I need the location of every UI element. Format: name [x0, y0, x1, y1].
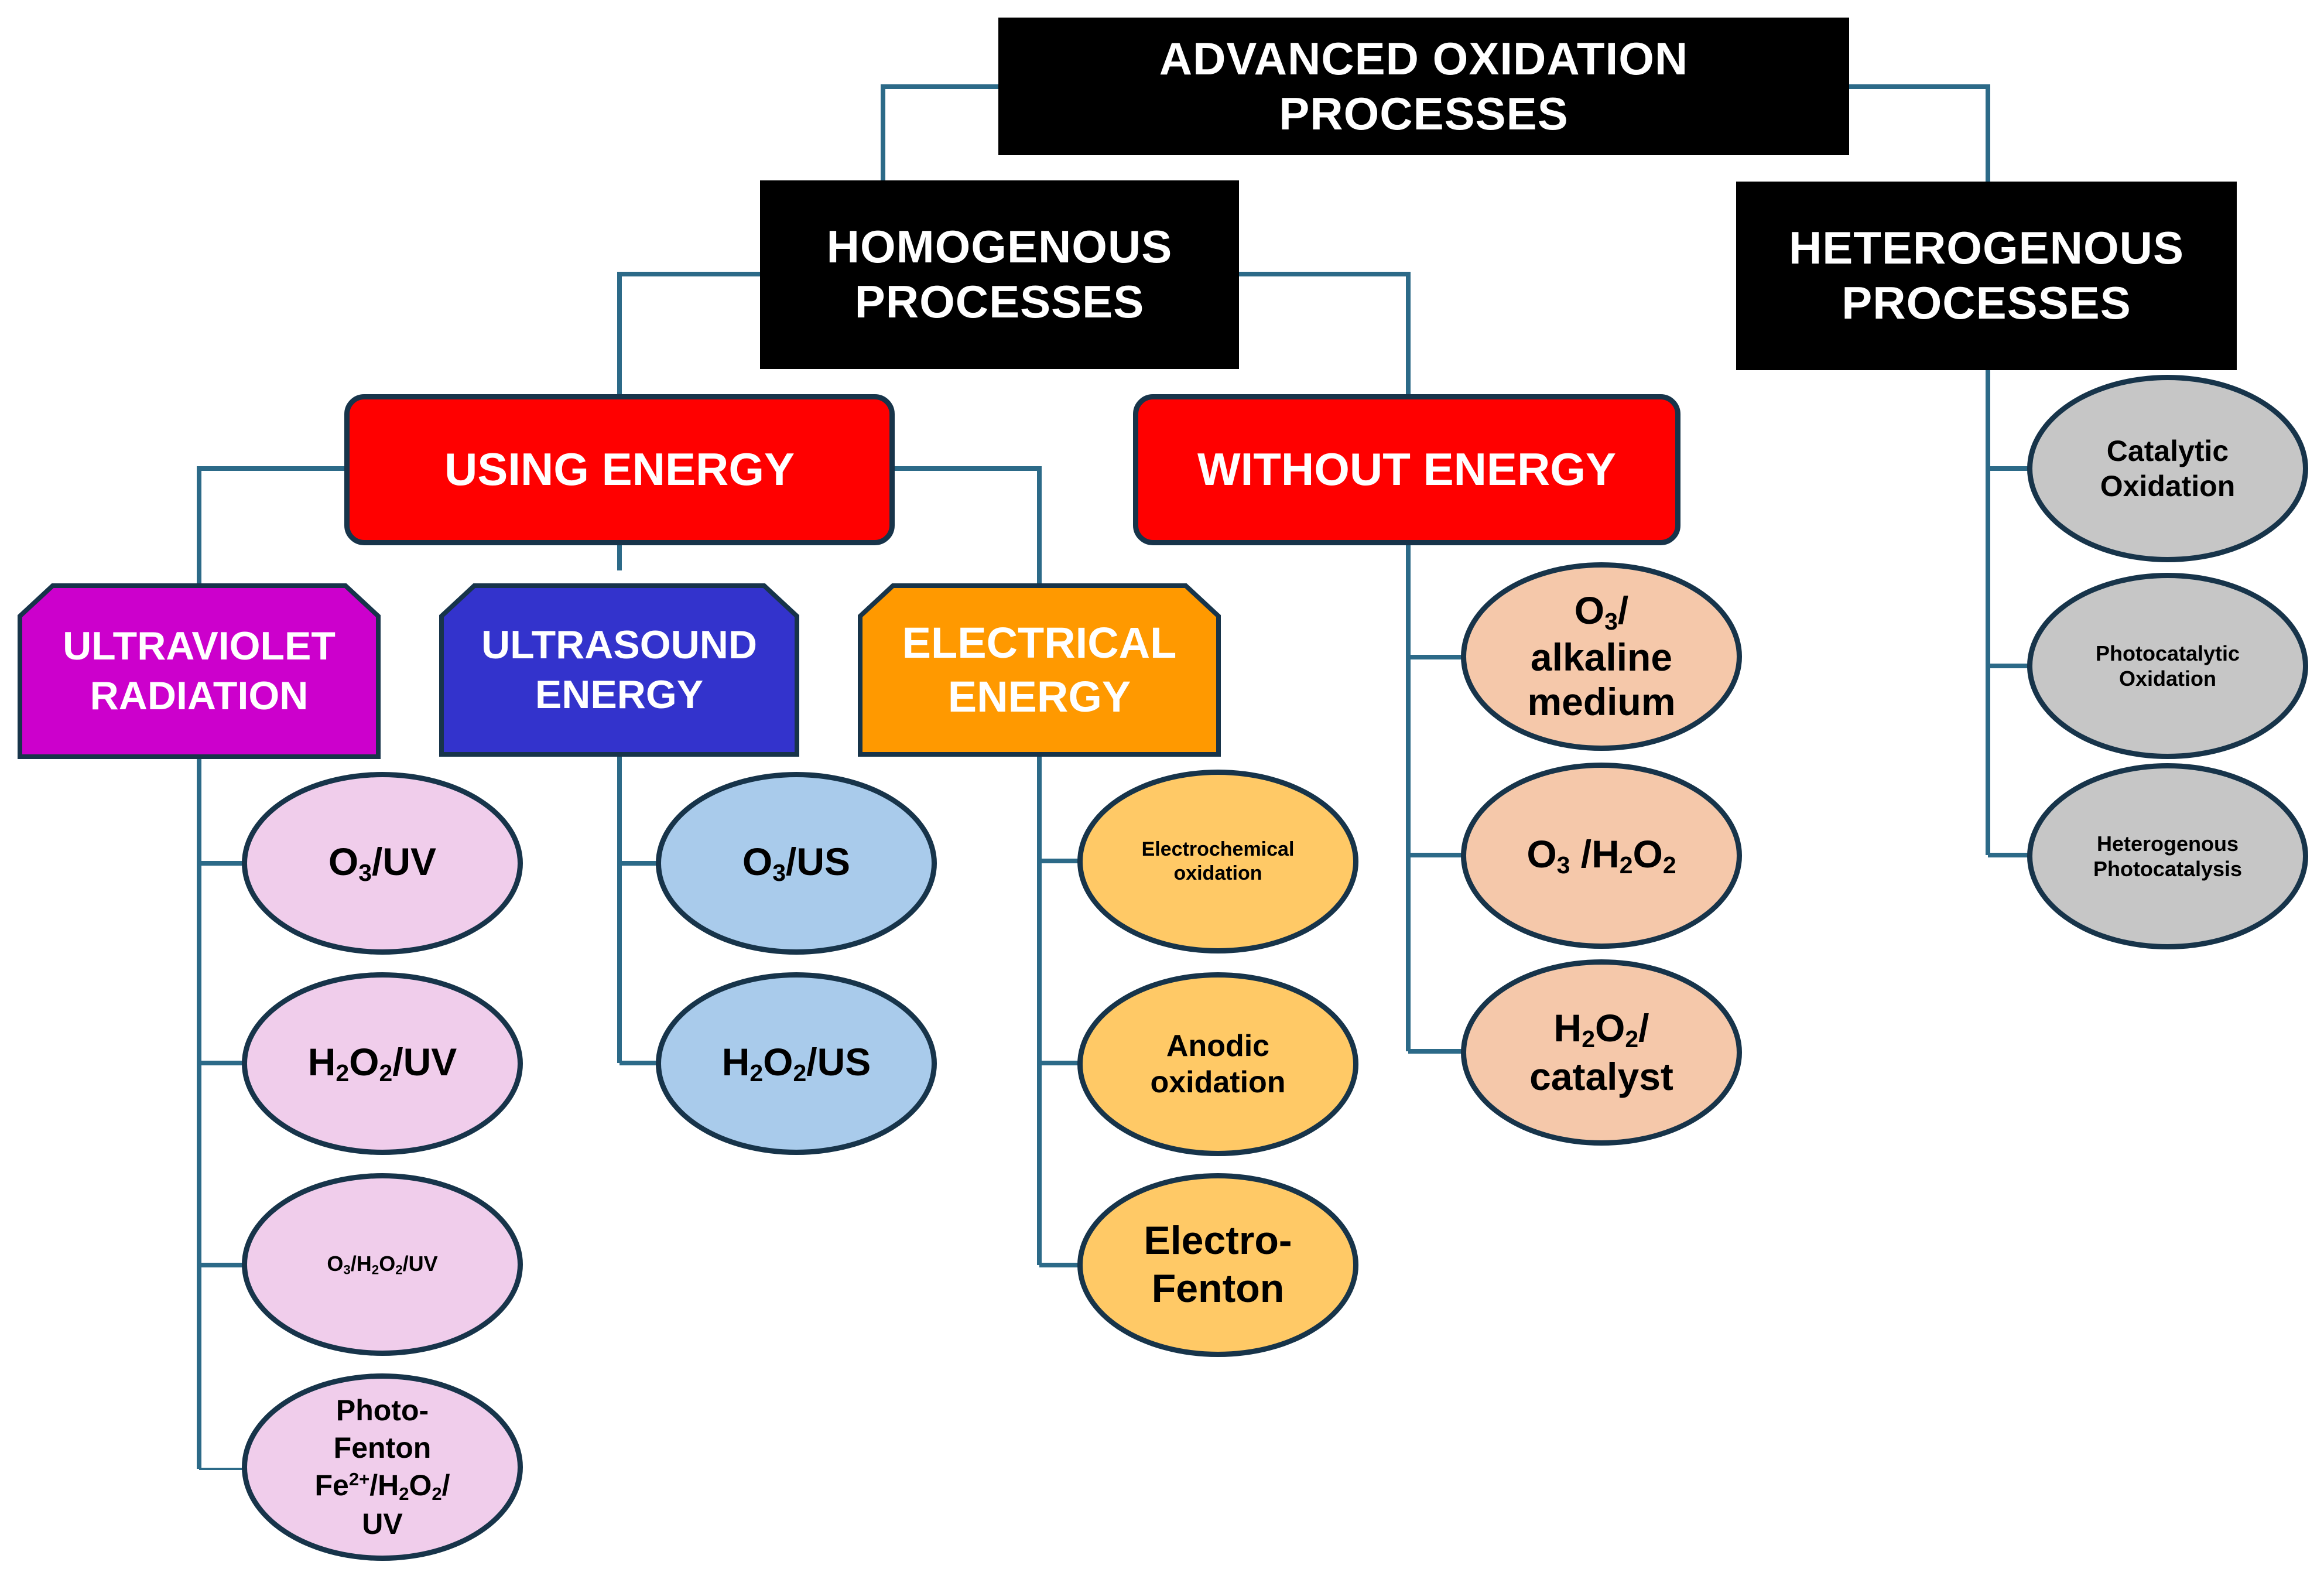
using-energy-label: USING ENERGY	[444, 443, 795, 495]
photo-fenton-line-1: Photo-	[336, 1393, 429, 1427]
photocatalytic-line-2: Oxidation	[2118, 667, 2216, 691]
h2o2-us-label: H2O2/US	[721, 1040, 871, 1087]
electro-fenton-line-1: Electro-	[1144, 1218, 1292, 1263]
electrochemical-line-2: oxidation	[1173, 862, 1262, 884]
electrical-line-1: ELECTRICAL	[902, 618, 1177, 667]
h2o2-catalyst-oval: H2O2/ catalyst	[1461, 959, 1742, 1146]
photo-fenton-line-3: Fe2+/H2O2/	[314, 1468, 450, 1504]
o3-uv-label: O3/UV	[328, 840, 437, 887]
root-line-2: PROCESSES	[1279, 87, 1569, 139]
heterogenous-photocatalysis-line-2: Photocatalysis	[2093, 857, 2243, 881]
catalytic-line-1: Catalytic	[2106, 435, 2229, 467]
electrochemical-line-1: Electrochemical	[1141, 838, 1295, 861]
electrical-energy-node: ELECTRICAL ENERGY	[858, 583, 1221, 757]
ultrasound-line-1: ULTRASOUND	[481, 623, 757, 667]
photo-fenton-line-2: Fenton	[333, 1431, 432, 1464]
catalytic-oxidation-oval: Catalytic Oxidation	[2027, 375, 2308, 562]
o3-alkaline-line-1: O3/	[1574, 588, 1629, 635]
electrical-shape	[858, 583, 1221, 757]
o3-uv-oval: O3/UV	[242, 772, 523, 955]
heterogenous-line-1: HETEROGENOUS	[1788, 222, 2185, 274]
electrical-line-2: ENERGY	[947, 672, 1131, 721]
ultrasound-line-2: ENERGY	[535, 672, 704, 717]
photo-fenton-line-4: UV	[362, 1508, 403, 1541]
using-energy-node: USING ENERGY	[344, 394, 895, 545]
electrochemical-oxidation-oval: Electrochemical oxidation	[1077, 770, 1358, 953]
photo-fenton-oval: Photo- Fenton Fe2+/H2O2/ UV	[242, 1373, 523, 1561]
o3-h2o2-uv-oval: O3/H2O2/UV	[242, 1173, 523, 1356]
homogenous-line-1: HOMOGENOUS	[826, 221, 1173, 273]
catalytic-line-2: Oxidation	[2100, 470, 2236, 503]
o3-us-label: O3/US	[742, 840, 851, 887]
anodic-oxidation-oval: Anodic oxidation	[1077, 972, 1358, 1156]
electro-fenton-oval: Electro- Fenton	[1077, 1173, 1358, 1357]
root-line-1: ADVANCED OXIDATION	[1159, 32, 1689, 84]
electro-fenton-line-2: Fenton	[1151, 1266, 1285, 1311]
photocatalytic-oxidation-oval: Photocatalytic Oxidation	[2027, 573, 2308, 759]
homogenous-processes-node: HOMOGENOUS PROCESSES	[760, 180, 1239, 369]
o3-h2o2-uv-label: O3/H2O2/UV	[327, 1251, 438, 1277]
o3-alkaline-line-3: medium	[1527, 680, 1676, 724]
h2o2-catalyst-line-1: H2O2/	[1553, 1006, 1649, 1052]
o3-alkaline-line-2: alkaline	[1530, 635, 1673, 679]
ultraviolet-shape	[18, 583, 381, 759]
ultraviolet-radiation-node: ULTRAVIOLET RADIATION	[18, 583, 381, 759]
anodic-line-1: Anodic	[1166, 1028, 1270, 1063]
h2o2-uv-oval: H2O2/UV	[242, 972, 523, 1155]
o3-h2o2-label: O3 /H2O2	[1526, 832, 1676, 879]
without-energy-label: WITHOUT ENERGY	[1197, 443, 1616, 495]
root-node-advanced-oxidation: ADVANCED OXIDATION PROCESSES	[998, 18, 1849, 155]
h2o2-uv-label: H2O2/UV	[307, 1040, 457, 1087]
photocatalytic-line-1: Photocatalytic	[2095, 641, 2240, 665]
ultraviolet-line-1: ULTRAVIOLET	[63, 624, 336, 668]
o3-alkaline-medium-oval: O3/ alkaline medium	[1461, 562, 1742, 751]
homogenous-line-2: PROCESSES	[854, 276, 1145, 327]
heterogenous-photocatalysis-line-1: Heterogenous	[2096, 831, 2239, 856]
o3-us-oval: O3/US	[656, 772, 937, 955]
h2o2-us-oval: H2O2/US	[656, 972, 937, 1155]
heterogenous-photocatalysis-oval: Heterogenous Photocatalysis	[2027, 763, 2308, 949]
anodic-line-2: oxidation	[1150, 1065, 1286, 1099]
ultraviolet-line-2: RADIATION	[90, 674, 309, 718]
ultrasound-energy-node: ULTRASOUND ENERGY	[439, 583, 799, 757]
ultrasound-shape	[439, 583, 799, 757]
heterogenous-processes-node: HETEROGENOUS PROCESSES	[1736, 182, 2237, 370]
without-energy-node: WITHOUT ENERGY	[1133, 394, 1680, 545]
o3-h2o2-oval: O3 /H2O2	[1461, 763, 1742, 949]
h2o2-catalyst-line-2: catalyst	[1529, 1055, 1673, 1099]
heterogenous-line-2: PROCESSES	[1842, 277, 2131, 329]
